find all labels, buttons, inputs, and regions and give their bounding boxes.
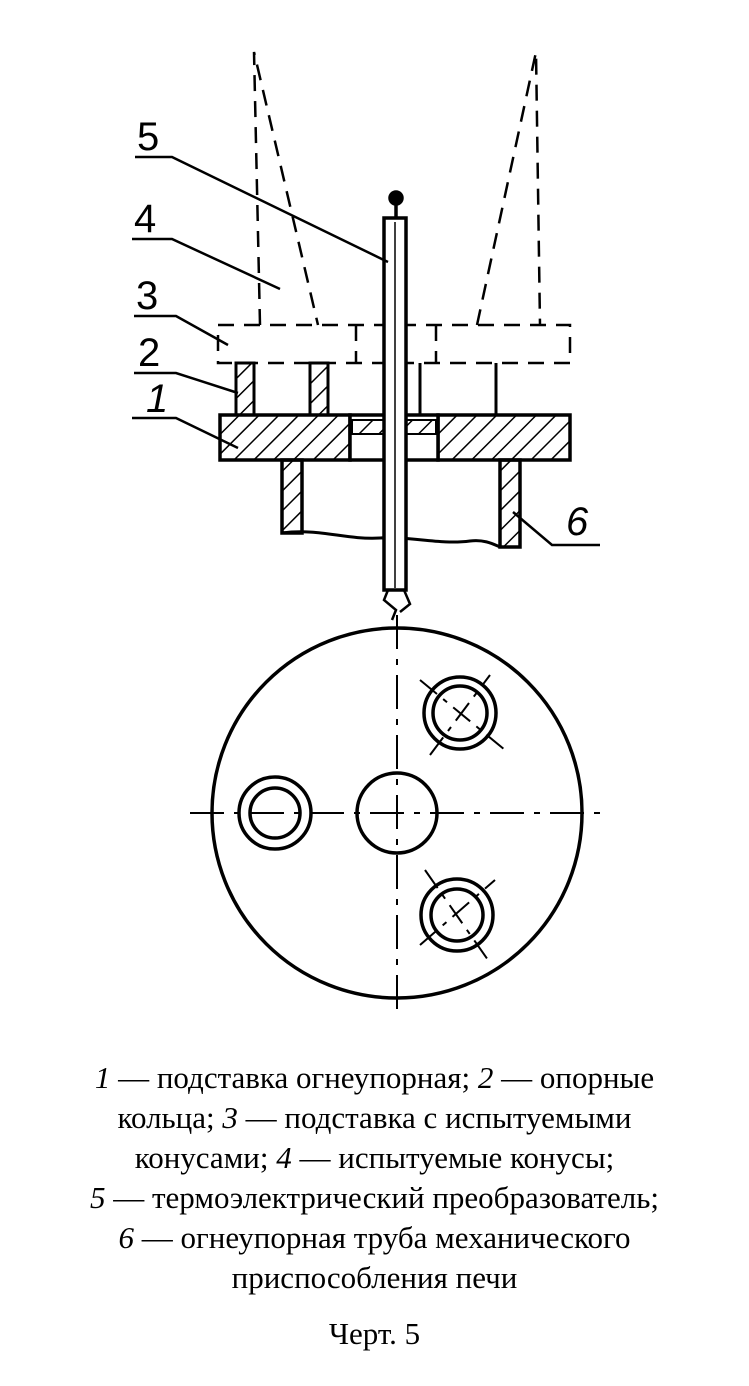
caption-text-2: — опорные [493,1060,655,1095]
caption-line: 1 — подставка огнеупорная; 2 — опорные [0,1058,749,1098]
label-4: 4 [134,197,156,241]
caption-num-2: 2 [477,1060,494,1095]
figure-label: Черт. 5 [328,1316,421,1351]
thermocouple [382,190,412,621]
caption-num-4: 4 [276,1140,292,1175]
caption-num-5: 5 [89,1180,106,1215]
plan-ring-left [237,775,313,851]
caption-text-4: — испытуемые конусы; [291,1140,615,1175]
label-6: 6 [566,500,589,544]
furnace-assembly-drawing: 5 4 3 2 1 6 [132,51,605,1015]
label-3: 3 [136,274,158,318]
caption-line: кольца; 3 — подставка с испытуемыми [0,1098,749,1138]
label-1: 1 [146,377,168,421]
caption-num-1: 1 [94,1060,111,1095]
cone-stand [216,323,572,365]
caption-text-5: — термоэлектрический преобразователь; [105,1180,659,1215]
label-5: 5 [137,115,159,159]
caption-num-3: 3 [222,1100,238,1135]
label-2: 2 [138,331,160,375]
caption-line: конусами; 4 — испытуемые конусы; [0,1138,749,1178]
plan-ring-upper-right [419,674,506,756]
label-leaders [132,155,600,547]
caption-line: 5 — термоэлектрический преобразователь; [0,1178,749,1218]
caption-text-1: — подставка огнеупорная; [110,1060,478,1095]
caption-num-6: 6 [118,1220,135,1255]
caption-text-6b: приспособления печи [231,1260,518,1295]
caption-text-6: — огнеупорная труба механического [134,1220,631,1255]
caption-text-3: — подставка с испытуемыми [237,1100,632,1135]
test-cones [252,51,542,326]
refractory-tube [280,458,522,549]
plan-ring-lower-right [419,869,496,961]
legend-caption: 1 — подставка огнеупорная; 2 — опорные к… [0,1058,749,1298]
plan-view [190,615,605,1015]
caption-text-3b: конусами; [134,1140,277,1175]
caption-line: приспособления печи [0,1258,749,1298]
caption-line: 6 — огнеупорная труба механического [0,1218,749,1258]
caption-text-2b: кольца; [117,1100,223,1135]
support-rings [234,361,498,417]
